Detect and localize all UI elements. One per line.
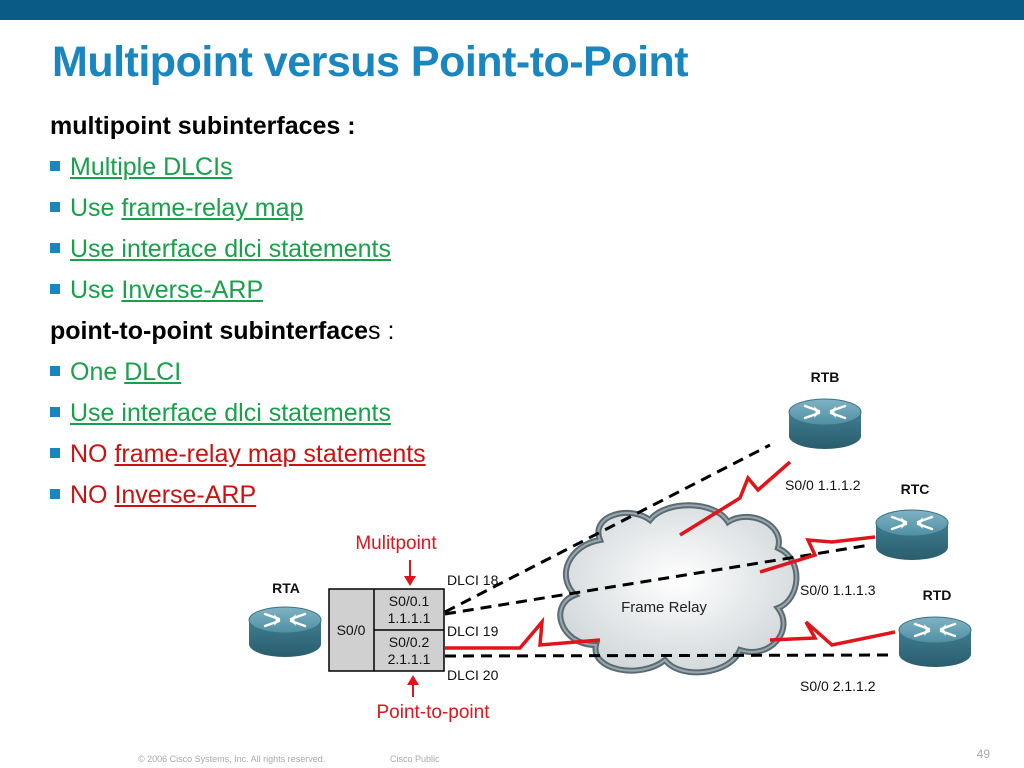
- router-rtd-icon: [897, 615, 973, 669]
- subinterface-1-ip: 1.1.1.1: [388, 610, 431, 626]
- router-label-rtd: RTD: [923, 587, 952, 603]
- square-bullet-icon: [50, 243, 60, 254]
- bullet-item: Use frame-relay map: [50, 188, 650, 229]
- page-number: 49: [976, 747, 990, 761]
- cloud-label: Frame Relay: [621, 599, 707, 616]
- classification-text: Cisco Public: [390, 754, 440, 764]
- bullet-link[interactable]: Multiple DLCIs: [70, 153, 233, 181]
- bullet-item: Use interface dlci statements: [50, 393, 650, 434]
- bullet-link[interactable]: Use interface dlci statements: [70, 235, 391, 263]
- point-to-point-heading: point-to-point subinterfaces :: [50, 317, 395, 345]
- bullet-item: Use interface dlci statements: [50, 229, 650, 270]
- bullet-link[interactable]: DLCI: [124, 358, 182, 386]
- point-to-point-arrow-icon: [407, 675, 419, 697]
- dlci-20-label: DLCI 20: [447, 667, 499, 683]
- router-label-rtb: RTB: [811, 369, 840, 385]
- interface-main: S0/0: [337, 622, 366, 638]
- square-bullet-icon: [50, 284, 60, 295]
- subinterface-2-name: S0/0.2: [389, 634, 430, 650]
- port-label-rtb: S0/0 1.1.1.2: [785, 477, 861, 493]
- top-banner: [0, 0, 1024, 20]
- bullet-link[interactable]: Inverse-ARP: [121, 276, 264, 304]
- bullet-link[interactable]: frame-relay map statements: [114, 440, 426, 468]
- bullet-item: Multiple DLCIs: [50, 147, 650, 188]
- serial-link-rta: [445, 616, 601, 650]
- subinterface-1-name: S0/0.1: [389, 593, 430, 609]
- vc-rta-rtb: [444, 443, 771, 614]
- serial-link-rtb: [679, 460, 792, 537]
- router-rtc-icon: [874, 508, 950, 562]
- bullet-link[interactable]: Use interface dlci statements: [70, 399, 391, 427]
- subinterface-2-ip: 2.1.1.1: [388, 651, 431, 667]
- bullet-list: multipoint subinterfaces : Multiple DLCI…: [50, 106, 650, 516]
- square-bullet-icon: [50, 202, 60, 213]
- router-label-rtc: RTC: [901, 481, 930, 497]
- bullet-item: NO frame-relay map statements: [50, 434, 650, 475]
- square-bullet-icon: [50, 161, 60, 172]
- serial-link-rtd: [769, 620, 896, 647]
- router-rta-icon: [247, 605, 323, 659]
- multipoint-callout: Mulitpoint: [355, 533, 437, 554]
- serial-link-rtc: [759, 535, 876, 574]
- port-label-rtc: S0/0 1.1.1.3: [800, 582, 876, 598]
- bullet-link[interactable]: frame-relay map: [121, 194, 304, 222]
- multipoint-heading: multipoint subinterfaces :: [50, 112, 356, 140]
- bullet-item: Use Inverse-ARP: [50, 270, 650, 311]
- square-bullet-icon: [50, 489, 60, 500]
- point-to-point-callout: Point-to-point: [376, 702, 490, 723]
- bullet-link[interactable]: Inverse-ARP: [114, 481, 257, 509]
- bullet-item: One DLCI: [50, 352, 650, 393]
- bullet-item: NO Inverse-ARP: [50, 475, 650, 516]
- router-rtb-icon: [787, 397, 863, 451]
- square-bullet-icon: [50, 366, 60, 377]
- port-label-rtd: S0/0 2.1.1.2: [800, 678, 876, 694]
- multipoint-arrow-icon: [404, 560, 416, 586]
- square-bullet-icon: [50, 407, 60, 418]
- dlci-19-label: DLCI 19: [447, 623, 499, 639]
- copyright-text: © 2006 Cisco Systems, Inc. All rights re…: [138, 754, 326, 764]
- router-label-rta: RTA: [272, 580, 300, 596]
- square-bullet-icon: [50, 448, 60, 459]
- vc-rta-rtd: [444, 653, 896, 658]
- slide-title: Multipoint versus Point-to-Point: [52, 38, 689, 86]
- dlci-18-label: DLCI 18: [447, 572, 499, 588]
